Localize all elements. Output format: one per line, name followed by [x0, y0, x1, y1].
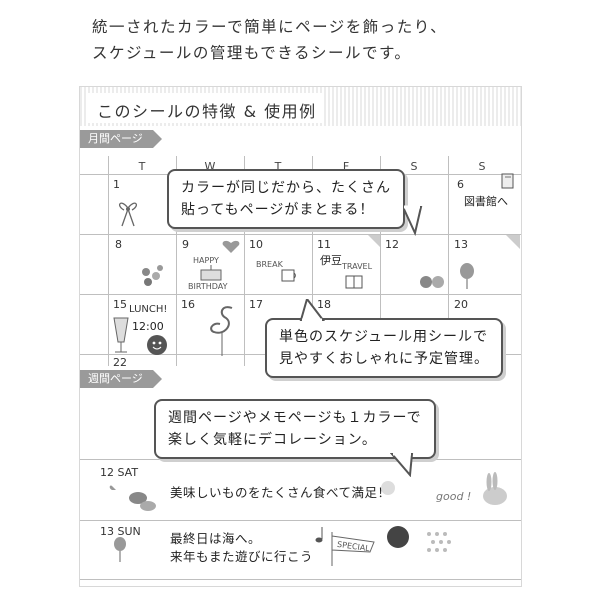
rabbit-icon: [483, 472, 507, 505]
flag-icon: [331, 532, 375, 566]
grid-line: [80, 234, 521, 235]
date-15: 15: [113, 298, 127, 311]
date-9: 9: [182, 238, 189, 251]
intro-line-1: 統一されたカラーで簡単にページを飾ったり、: [92, 18, 448, 36]
note-izu: 伊豆: [320, 254, 342, 267]
date-20: 20: [454, 298, 468, 311]
date-12: 12: [385, 238, 399, 251]
balloon-small-icon: [114, 537, 126, 562]
callout-schedule-line-2: 見やすくおしゃれに予定管理。: [279, 351, 489, 367]
note-break: BREAK: [256, 260, 283, 269]
callout-tail: [299, 299, 326, 321]
parfait-icon: [113, 317, 129, 353]
grid-line: [176, 156, 177, 366]
book-icon: [501, 173, 514, 189]
week-note-sun-1: 最終日は海へ。: [170, 531, 262, 546]
music-note-icon: [315, 527, 323, 543]
callout-weekly-line-1: 週間ページやメモページも１カラーで: [168, 410, 422, 426]
note-happy: HAPPY: [193, 256, 219, 265]
monthly-tag-label: 月間ページ: [88, 132, 143, 145]
day-header-wed: W: [204, 160, 216, 173]
week-divider: [80, 579, 521, 580]
section-title: このシールの特徴 & 使用例: [97, 102, 317, 121]
week-note-sun-2: 来年もまた遊びに行こう: [170, 549, 314, 564]
cake-icon: [200, 265, 222, 281]
intro-text: 統一されたカラーで簡単にページを飾ったり、 スケジュールの管理もできるシールです…: [92, 14, 552, 66]
weekly-tag: 週間ページ: [80, 370, 162, 388]
title-box: このシールの特徴 & 使用例: [87, 93, 323, 123]
grid-line: [380, 156, 381, 366]
sample-card: このシールの特徴 & 使用例 月間ページ T W T F S S 1 6 図書館…: [79, 86, 522, 587]
callout-bubble-schedule: 単色のスケジュール用シールで 見やすくおしゃれに予定管理。: [265, 318, 503, 378]
week-label-sun: 13 SUN: [100, 525, 141, 538]
callout-bubble-weekly: 週間ページやメモページも１カラーで 楽しく気軽にデコレーション。: [154, 399, 436, 459]
date-17: 17: [249, 298, 263, 311]
week-divider: [80, 520, 521, 521]
date-18: 18: [317, 298, 331, 311]
balloon-icon: [460, 263, 474, 289]
heart-icon: [222, 240, 240, 253]
day-header-thu: T: [274, 160, 282, 173]
day-header-sat: S: [410, 160, 418, 173]
week-label-sat: 12 SAT: [100, 466, 139, 479]
leaf-icon: [387, 526, 409, 548]
date-1: 1: [113, 178, 120, 191]
callout-schedule-line-1: 単色のスケジュール用シールで: [279, 329, 489, 345]
callout-tail: [390, 453, 414, 477]
date-10: 10: [249, 238, 263, 251]
callout-weekly-line-2: 楽しく気軽にデコレーション。: [168, 432, 377, 448]
note-travel: TRAVEL: [342, 262, 373, 271]
date-13: 13: [454, 238, 468, 251]
cup-icon: [281, 269, 296, 282]
note-birthday: BIRTHDAY: [188, 282, 228, 291]
date-8: 8: [115, 238, 122, 251]
day-header-tue: T: [138, 160, 146, 173]
flower-icon: [142, 265, 163, 286]
callout-color-line-1: カラーが同じだから、たくさん: [181, 180, 391, 196]
intro-line-2: スケジュールの管理もできるシールです。: [92, 44, 412, 62]
date-11: 11: [317, 238, 331, 251]
corner-fold-icon: [368, 235, 380, 247]
flamingo-icon: [210, 306, 233, 356]
smile-icon: [147, 335, 167, 355]
note-lunch: LUNCH!: [129, 304, 168, 315]
monthly-tag: 月間ページ: [80, 130, 162, 148]
note-library: 図書館へ: [464, 195, 508, 208]
macaron-icon: [109, 485, 156, 511]
dots-icon: [427, 532, 451, 552]
grid-line: [80, 294, 521, 295]
grid-line: [244, 156, 245, 366]
weekly-tag-label: 週間ページ: [88, 372, 143, 385]
week-note-sat: 美味しいものをたくさん食べて満足！: [170, 485, 391, 500]
smile-small-icon: [381, 481, 395, 495]
grid-line: [448, 156, 449, 366]
date-6: 6: [457, 178, 464, 191]
callout-tail: [403, 205, 423, 237]
note-time: 12:00: [132, 320, 164, 333]
corner-fold-icon: [506, 235, 520, 249]
note-good: good !: [436, 490, 472, 503]
date-22: 22: [113, 356, 127, 369]
grid-line: [312, 156, 313, 366]
gift-icon: [345, 275, 363, 289]
callout-color-line-2: 貼ってもページがまとまる！: [181, 202, 375, 218]
grid-line: [108, 156, 109, 366]
strawberry-icon: [420, 276, 444, 288]
date-16: 16: [181, 298, 195, 311]
day-header-sun: S: [478, 160, 486, 173]
callout-bubble-color: カラーが同じだから、たくさん 貼ってもページがまとまる！: [167, 169, 405, 229]
day-header-fri: F: [342, 160, 350, 173]
ribbon-icon: [119, 202, 137, 227]
week-divider: [80, 459, 521, 460]
